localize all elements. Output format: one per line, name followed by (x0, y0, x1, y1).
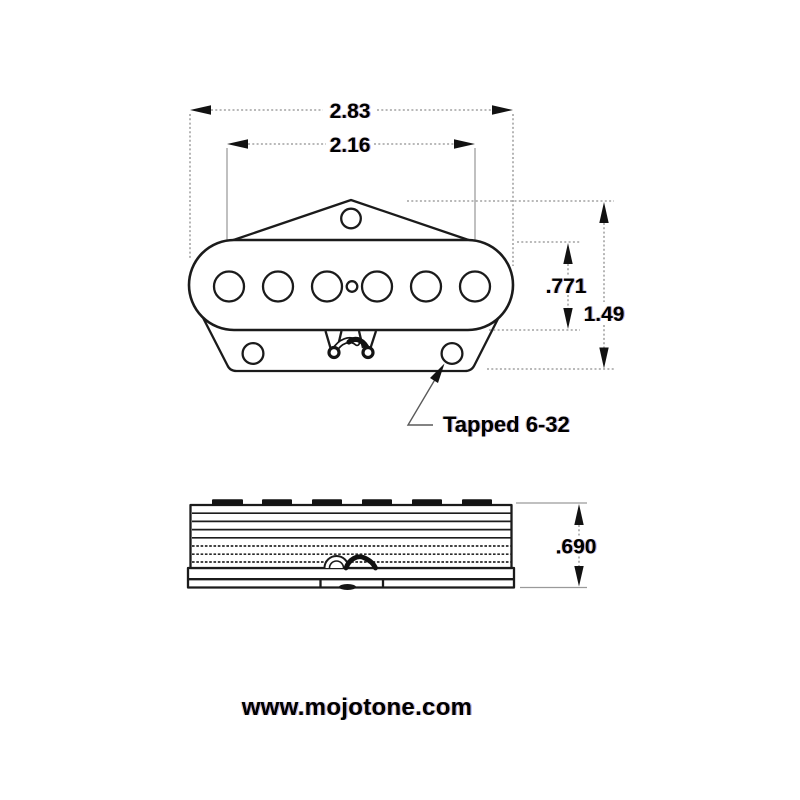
dim-label-overall-width: 2.83 (330, 100, 371, 123)
arrowhead-right (492, 105, 513, 115)
mount-hole-left (241, 341, 265, 366)
black-wire (343, 554, 378, 571)
dim-overall-height: 1.49 (407, 200, 625, 370)
arrowhead-down (599, 347, 609, 369)
top-view: 2.83 2.16 (187, 100, 625, 437)
dim-label-pole-spread: 2.16 (330, 134, 371, 157)
arrowhead-up (599, 202, 609, 223)
mount-hole-right (440, 341, 464, 366)
dim-side-height: .690 (516, 502, 597, 589)
side-wire-detail (323, 554, 378, 590)
arrowhead-down (563, 308, 573, 329)
website-text: www.mojotone.com (241, 694, 473, 721)
eyelet-right (361, 345, 375, 360)
arrowhead-up (563, 243, 573, 264)
arrowhead-right (454, 139, 475, 149)
side-view: .690 (186, 499, 597, 590)
arrowhead-down (574, 566, 584, 587)
tapped-hole-label: Tapped 6-32 (443, 412, 570, 437)
dim-label-overall-height: 1.49 (584, 303, 625, 326)
leader-arrowhead (430, 363, 445, 383)
wire-shadow (339, 584, 356, 590)
dim-cover-height: .771 (489, 241, 587, 331)
dim-pole-spread: 2.16 (226, 134, 476, 286)
pickup-top-outline (187, 198, 515, 373)
cover-body (187, 238, 515, 332)
dim-label-side-height: .690 (556, 536, 597, 559)
arrowhead-left (227, 139, 248, 149)
pole-holes (212, 270, 492, 303)
pole-piece-tops (212, 499, 492, 506)
eyelet-left (327, 345, 341, 360)
arrowhead-up (574, 504, 584, 525)
tapped-hole-callout: Tapped 6-32 (406, 363, 570, 437)
center-hole (345, 280, 359, 293)
dim-overall-width: 2.83 (189, 100, 514, 266)
dim-label-cover-height: .771 (546, 275, 587, 298)
tab-screw-hole (340, 207, 362, 230)
arrowhead-left (190, 105, 211, 115)
lead-wires (324, 330, 378, 360)
